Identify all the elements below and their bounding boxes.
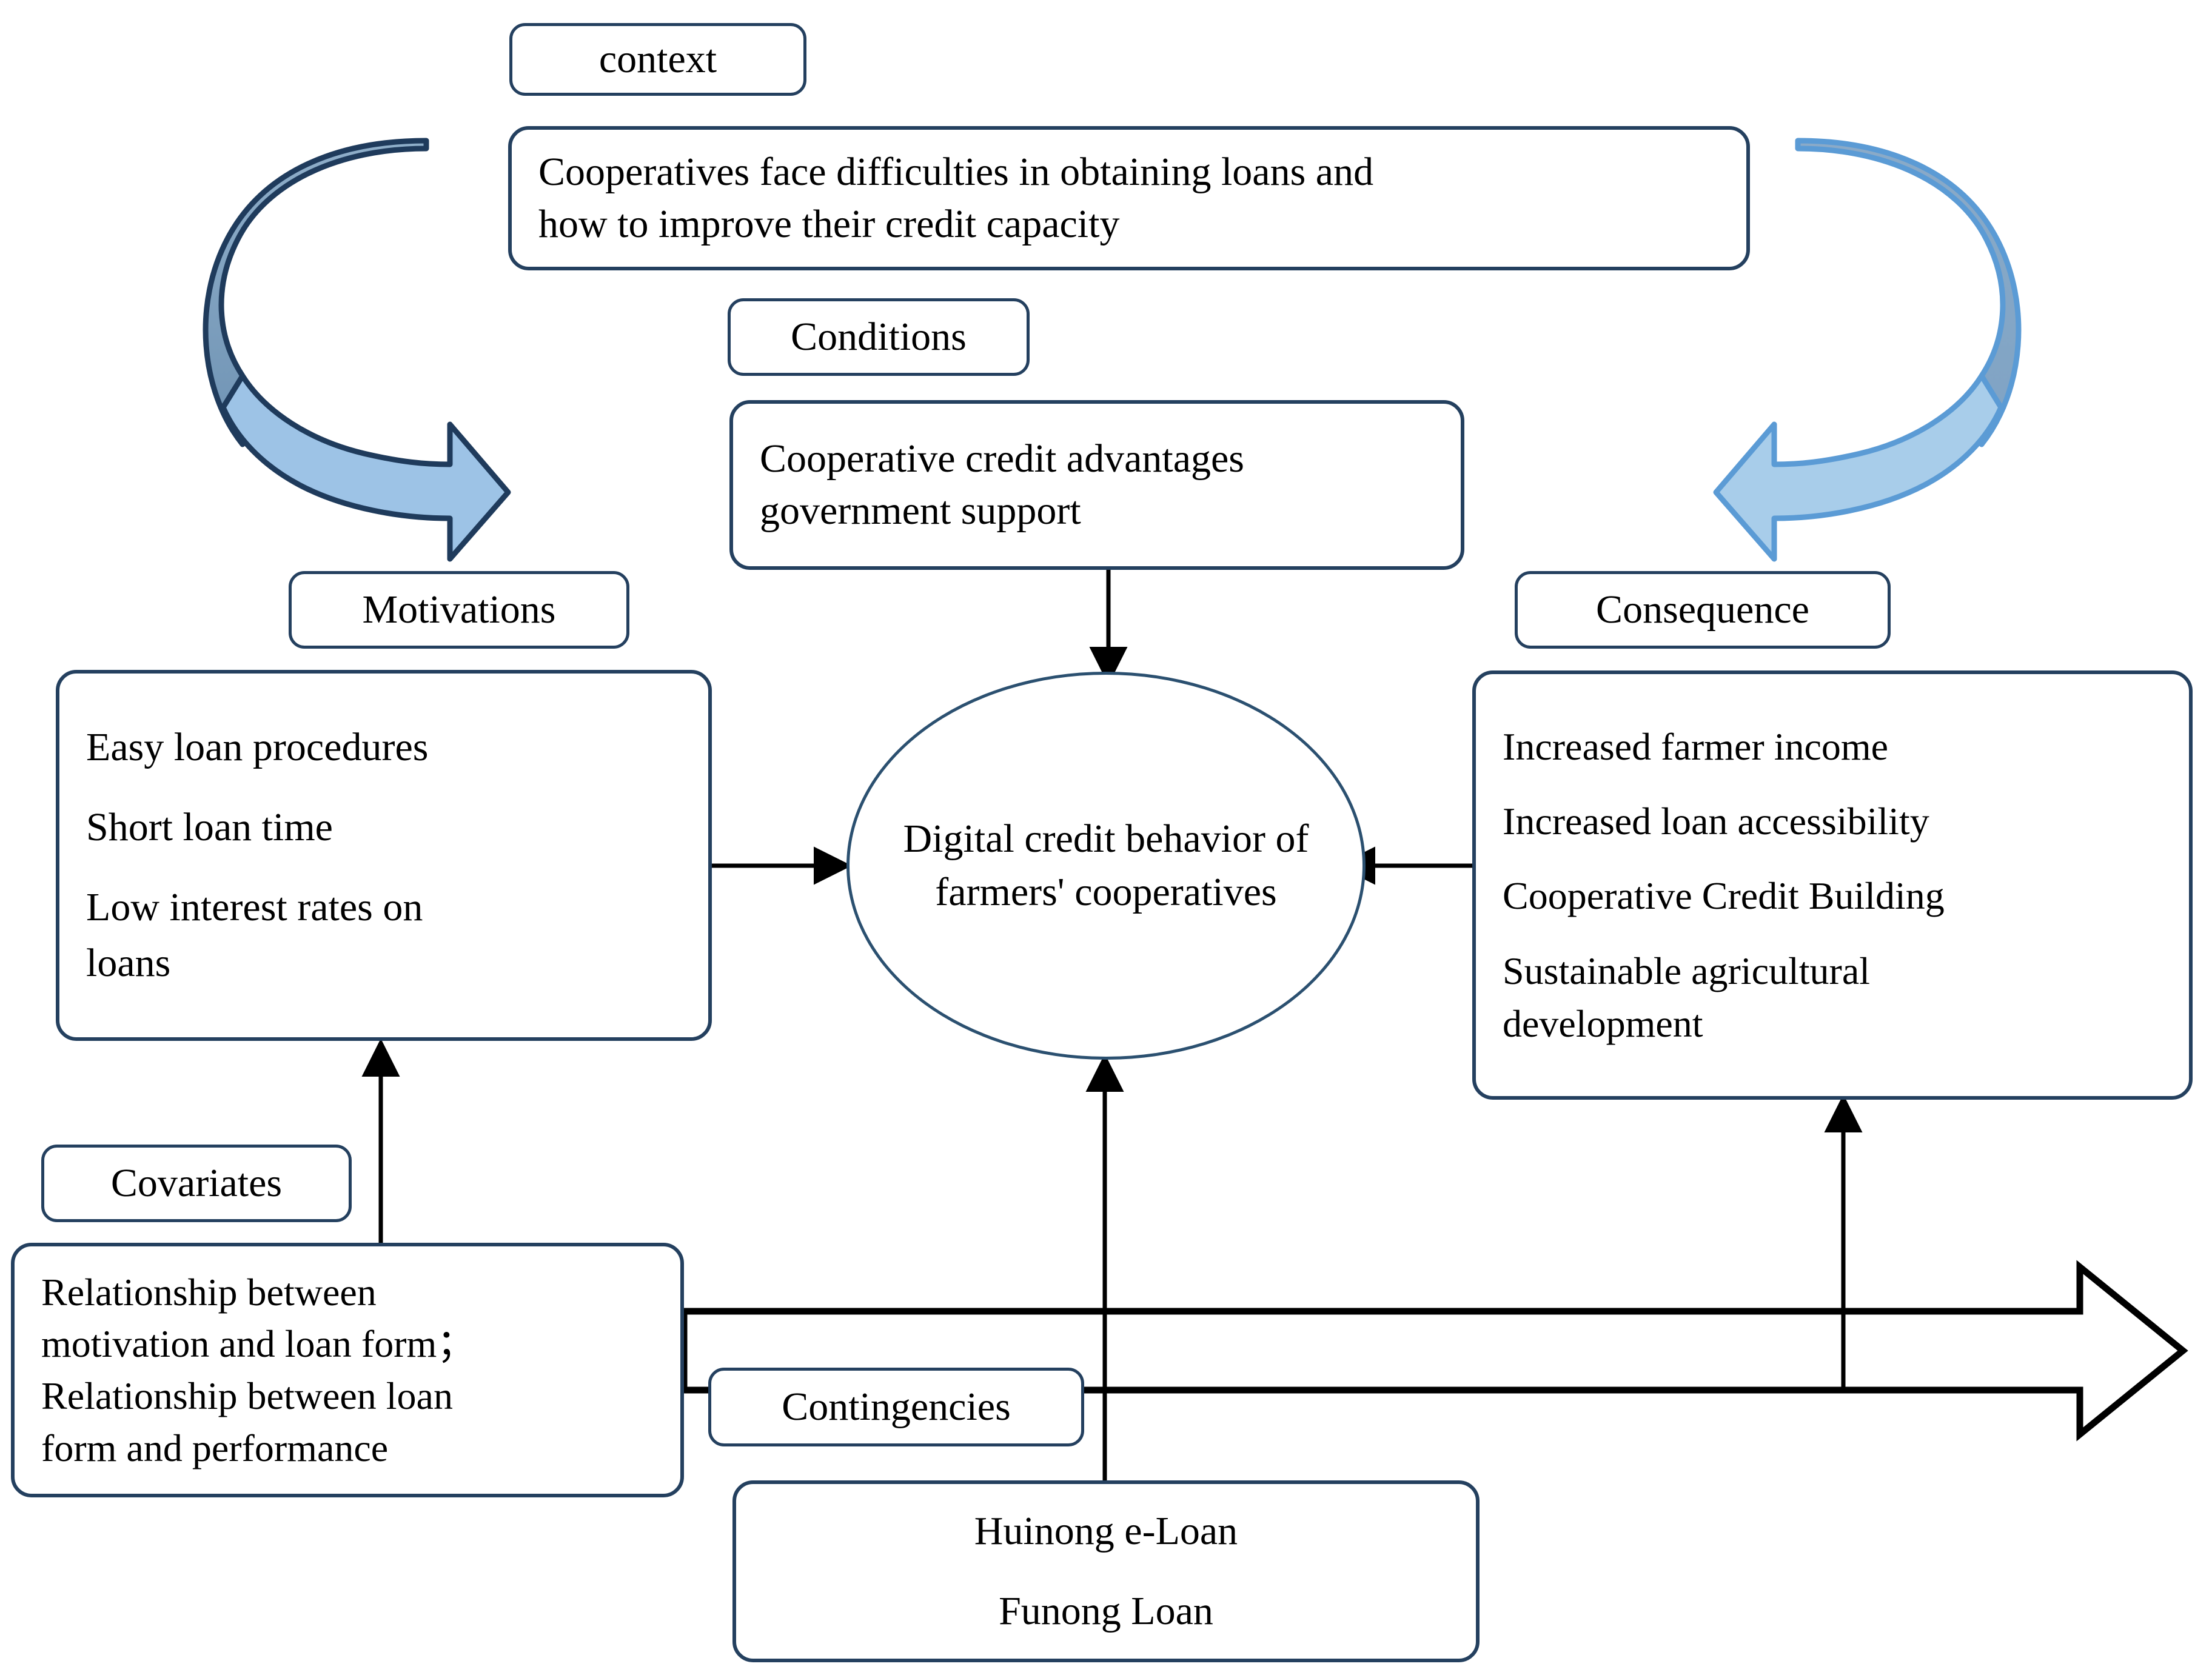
- consequence-label: Consequence: [1596, 587, 1809, 632]
- covariates-line-1: Relationship between: [41, 1270, 377, 1314]
- center-line-3: farmers': [935, 870, 1065, 914]
- covariates-line-3: Relationship between loan: [41, 1374, 453, 1417]
- consequence-item-4: Sustainable agricultural: [1503, 949, 1871, 992]
- context-content-box[interactable]: Cooperatives face difficulties in obtain…: [508, 126, 1750, 270]
- center-line-2: behavior of: [1125, 816, 1309, 861]
- context-label-box[interactable]: context: [509, 23, 806, 96]
- consequence-content-box[interactable]: Increased farmer income Increased loan a…: [1472, 670, 2193, 1100]
- consequence-item-2: Increased loan accessibility: [1503, 800, 1929, 843]
- motivations-label-box[interactable]: Motivations: [289, 571, 629, 649]
- covariates-line-2: motivation and loan form；: [41, 1322, 476, 1366]
- motivations-item-3: Low interest rates on: [86, 885, 423, 929]
- motivations-content-box[interactable]: Easy loan procedures Short loan time Low…: [56, 670, 712, 1041]
- conditions-line-1: Cooperative credit advantages: [760, 436, 1244, 481]
- curved-arrow-left-icon: [1713, 138, 2022, 562]
- context-line-1: Cooperatives face difficulties in obtain…: [538, 150, 1374, 195]
- motivations-item-3-cont: loans: [86, 940, 171, 985]
- covariates-label-box[interactable]: Covariates: [41, 1145, 352, 1222]
- covariates-content-box[interactable]: Relationship between motivation and loan…: [11, 1243, 684, 1497]
- consequence-item-1: Increased farmer income: [1503, 725, 1889, 769]
- contingencies-content-box[interactable]: Huinong e-Loan Funong Loan: [732, 1480, 1480, 1662]
- conditions-label-box[interactable]: Conditions: [728, 298, 1030, 376]
- context-label: context: [598, 37, 717, 82]
- context-line-2: how to improve their credit capacity: [538, 202, 1120, 246]
- center-line-4: cooperatives: [1074, 870, 1277, 914]
- consequence-item-4-cont: development: [1503, 1001, 1703, 1045]
- covariates-line-4: form and performance: [41, 1426, 389, 1469]
- contingencies-label: Contingencies: [782, 1385, 1011, 1429]
- center-ellipse-text: Digital credit behavior of farmers' coop…: [850, 812, 1362, 920]
- center-line-1: Digital credit: [903, 816, 1116, 861]
- curved-arrow-right-icon: [203, 138, 511, 562]
- consequence-label-box[interactable]: Consequence: [1515, 571, 1891, 649]
- contingencies-line-2: Funong Loan: [999, 1589, 1213, 1633]
- conditions-line-2: government support: [760, 489, 1081, 533]
- motivations-item-2: Short loan time: [86, 805, 333, 850]
- conditions-content-box[interactable]: Cooperative credit advantages government…: [729, 400, 1464, 570]
- center-ellipse[interactable]: Digital credit behavior of farmers' coop…: [846, 672, 1366, 1060]
- motivations-label: Motivations: [362, 587, 556, 632]
- contingencies-line-1: Huinong e-Loan: [974, 1509, 1238, 1554]
- motivations-item-1: Easy loan procedures: [86, 725, 429, 770]
- contingencies-label-box[interactable]: Contingencies: [708, 1368, 1084, 1446]
- conditions-label: Conditions: [791, 315, 967, 359]
- consequence-item-3: Cooperative Credit Building: [1503, 874, 1945, 918]
- covariates-label: Covariates: [110, 1161, 283, 1206]
